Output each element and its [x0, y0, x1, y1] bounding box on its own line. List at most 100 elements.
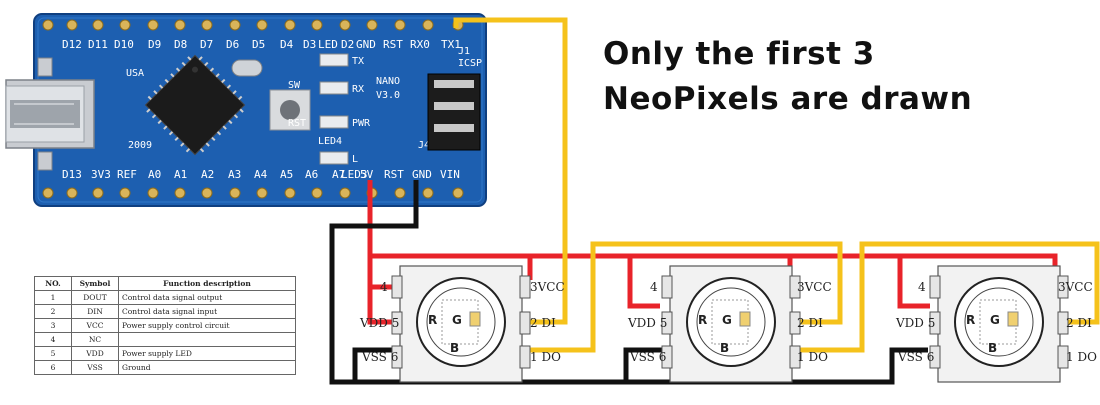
headline-line-1: Only the first 3 [603, 36, 875, 72]
pin-label: VDD 5 [627, 316, 667, 330]
pin-label: D3 [303, 38, 316, 51]
table-cell-symbol: DOUT [71, 290, 119, 305]
pin-label: 3VCC [797, 280, 832, 294]
board-label: V3.0 [376, 90, 400, 101]
data-wire [525, 241, 843, 353]
pin-label: 2 DI [797, 316, 823, 330]
pin-label: VDD 5 [359, 316, 399, 330]
table-cell-no: 3 [34, 318, 72, 333]
chip-label: R [966, 313, 975, 327]
chip-label: B [988, 341, 997, 355]
table-cell-symbol: NC [71, 332, 119, 347]
pin-label: TX1 [441, 38, 461, 51]
power-wire [530, 253, 660, 309]
pin-label: A3 [228, 168, 241, 181]
neopixel-3: R G B [929, 265, 1069, 383]
led-label: PWR [352, 118, 371, 129]
table-cell-symbol: VCC [71, 318, 119, 333]
pin-label: RST [383, 38, 403, 51]
pin-label: D5 [252, 38, 265, 51]
table-cell-description: Power supply LED [118, 346, 296, 361]
power-wire [367, 256, 400, 325]
arduino-nano-board: D12 D11 D10 D9 D8 D7 D6 D5 D4 D3 D2 GND … [5, 13, 487, 207]
led-label: LED [318, 38, 338, 51]
data-wire [453, 17, 568, 325]
pin-label: D8 [174, 38, 187, 51]
table-cell-no: 2 [34, 304, 72, 319]
power-wire [790, 253, 930, 309]
pin-function-table: NO. Symbol Function description 1 DOUT C… [34, 276, 296, 375]
table-row: 3 VCC Power supply control circuit [34, 318, 296, 333]
table-row: 6 VSS Ground [34, 360, 296, 375]
pin-label: VSS 6 [629, 350, 666, 364]
pin-label: D2 [341, 38, 354, 51]
pin-label: 2 DI [1066, 316, 1092, 330]
pin-label: A2 [201, 168, 214, 181]
pin-label: VSS 6 [361, 350, 398, 364]
table-row: 4 NC [34, 332, 296, 347]
pin-label: 1 DO [1066, 350, 1097, 364]
table-row: 2 DIN Control data signal input [34, 304, 296, 319]
pin-label: VDD 5 [895, 316, 935, 330]
pin-label: VSS 6 [897, 350, 934, 364]
neopixel-1: R G B [391, 265, 531, 383]
board-label: 2009 [128, 140, 152, 151]
pin-label: 4 [918, 280, 926, 294]
chip-label: G [722, 313, 732, 327]
pin-label: A7 [332, 168, 345, 181]
table-header-row: NO. Symbol Function description [34, 276, 296, 291]
pin-label: VIN [440, 168, 460, 181]
pin-label: 3VCC [530, 280, 565, 294]
board-label: SW [288, 80, 301, 91]
table-row: 1 DOUT Control data signal output [34, 290, 296, 305]
pin-label: D13 [62, 168, 82, 181]
board-leds [319, 53, 349, 165]
usb-connector [5, 57, 95, 171]
table-cell-no: 4 [34, 332, 72, 347]
board-label: RST [288, 118, 306, 129]
chip-label: B [720, 341, 729, 355]
led-label: L [352, 154, 358, 165]
neopixel-2: R G B [661, 265, 801, 383]
icsp-header [427, 73, 481, 151]
pin-label: 2 DI [530, 316, 556, 330]
table-cell-symbol: VSS [71, 360, 119, 375]
table-header-description: Function description [118, 276, 296, 291]
table-cell-description: Power supply control circuit [118, 318, 296, 333]
pin-label: A6 [305, 168, 318, 181]
table-row: 5 VDD Power supply LED [34, 346, 296, 361]
table-header-symbol: Symbol [71, 276, 119, 291]
table-cell-symbol: VDD [71, 346, 119, 361]
chip-label: R [428, 313, 437, 327]
top-pin-labels: D12 D11 D10 D9 D8 D7 D6 D5 D4 D3 D2 GND … [62, 38, 461, 51]
led-label: LED3 [341, 168, 368, 181]
table-cell-symbol: DIN [71, 304, 119, 319]
board-label: USA [126, 68, 144, 79]
crystal-oscillator [231, 59, 263, 77]
pin-label: 3VCC [1058, 280, 1093, 294]
led-label: LED4 [318, 136, 342, 147]
neopixel-1-labels: 4 VDD 5 VSS 6 3VCC 2 DI 1 DO [359, 280, 565, 364]
pin-label: A5 [280, 168, 293, 181]
pin-label: A4 [254, 168, 268, 181]
pin-label: GND [412, 168, 432, 181]
led-label: RX [352, 84, 364, 95]
chip-label: G [452, 313, 462, 327]
board-silkscreen: TX RX PWR LED4 L USA NANO V3.0 ICSP J1 R… [126, 46, 482, 165]
chip-label: G [990, 313, 1000, 327]
table-cell-description: Control data signal output [118, 290, 296, 305]
neopixel-2-labels: 4 VDD 5 VSS 6 3VCC 2 DI 1 DO [627, 280, 832, 364]
headline-line-2: NeoPixels are drawn [603, 81, 973, 117]
ground-wire [332, 347, 400, 385]
pin-label: RX0 [410, 38, 430, 51]
chip-label: R [698, 313, 707, 327]
pin-label: D10 [114, 38, 134, 51]
table-cell-no: 1 [34, 290, 72, 305]
table-cell-description: Ground [118, 360, 296, 375]
pin-label: 1 DO [530, 350, 561, 364]
data-wire [790, 241, 1100, 353]
bottom-pin-labels: D13 3V3 REF A0 A1 A2 A3 A4 A5 A6 A7 5V R… [62, 168, 460, 181]
pin-label: RST [384, 168, 404, 181]
pin-label: 5V [360, 168, 374, 181]
